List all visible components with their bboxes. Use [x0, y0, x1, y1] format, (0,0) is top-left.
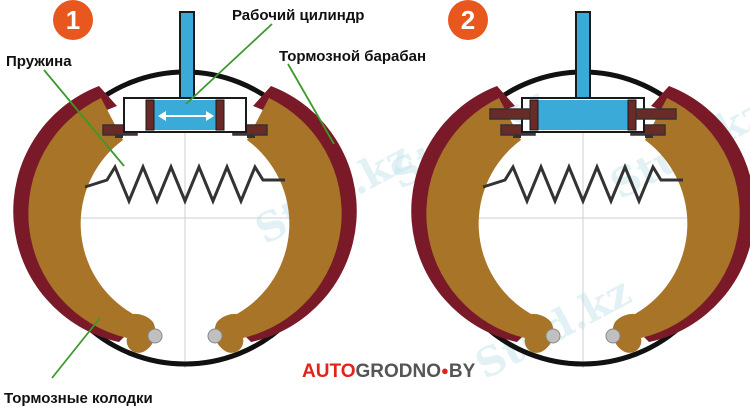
leader-drum — [287, 63, 335, 145]
step-badge-2-number: 2 — [461, 5, 475, 35]
piston-left — [529, 99, 539, 131]
leader-spring — [43, 69, 125, 167]
label-wheel-cylinder: Рабочий цилиндр — [232, 7, 364, 24]
logo-part-by: BY — [449, 361, 476, 382]
label-brake-shoes: Тормозные колодки — [4, 390, 153, 407]
brake-assembly-2: 2 — [411, 0, 750, 368]
step-badge-1 — [53, 0, 93, 40]
fluid-inlet-pipe — [179, 11, 195, 103]
logo-part-auto: AUTO — [302, 361, 355, 382]
step-badge-2 — [448, 0, 488, 40]
label-spring: Пружина — [6, 53, 72, 70]
pushrod-left — [489, 108, 531, 120]
step-badge-1-number: 1 — [66, 5, 80, 35]
autogrodno-logo: AUTOGRODNO●BY — [302, 361, 476, 382]
leader-cylinder — [185, 23, 273, 105]
wheel-cylinder-fluid — [536, 100, 632, 130]
piston-right — [215, 99, 225, 131]
fluid-inlet-pipe — [575, 11, 591, 103]
leader-lines — [43, 23, 335, 379]
piston-left — [145, 99, 155, 131]
brake-assembly-1: 1 — [13, 0, 356, 368]
piston-right — [627, 99, 637, 131]
pushrod-right — [635, 108, 677, 120]
logo-part-grodno: GRODNO — [355, 361, 441, 382]
label-brake-drum: Тормозной барабан — [279, 48, 426, 65]
leader-shoes — [51, 317, 101, 379]
logo-dot: ● — [441, 363, 449, 378]
arrow-left-right-icon — [158, 111, 214, 121]
